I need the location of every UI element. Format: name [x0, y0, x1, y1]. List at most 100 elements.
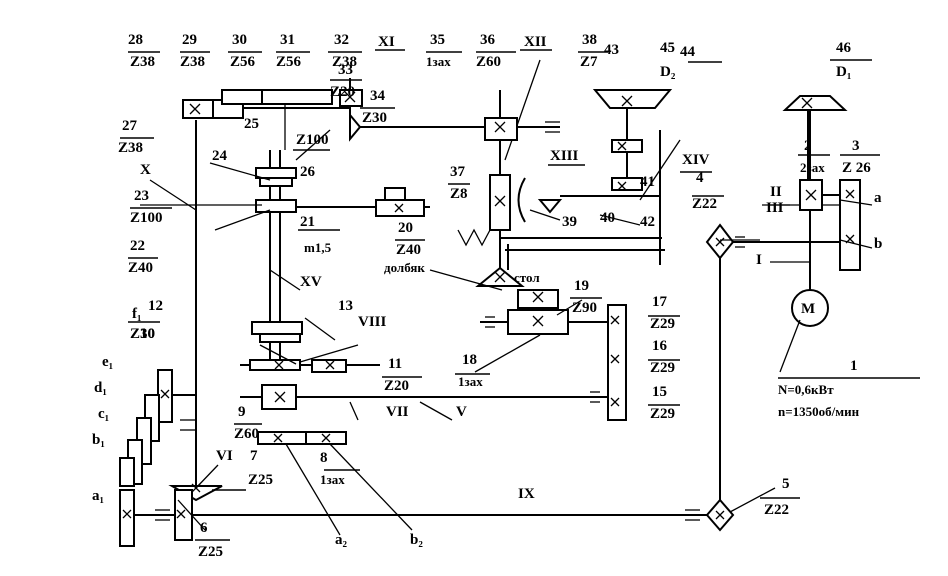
label-l27: 27	[122, 118, 138, 134]
label-lz26: Z 26	[842, 160, 871, 176]
label-l2zax: 2зах	[800, 160, 825, 175]
label-lV: V	[456, 404, 467, 420]
label-lIX: IX	[518, 486, 535, 502]
label-l3: 3	[852, 138, 860, 154]
label-lz30b: Z30	[130, 326, 155, 342]
label-lz38c: Z38	[332, 54, 357, 70]
label-l18: 18	[462, 352, 477, 368]
label-la: a	[874, 190, 882, 206]
label-lVII: VII	[386, 404, 409, 420]
label-l17: 17	[652, 294, 668, 310]
label-l29: 29	[182, 32, 197, 48]
label-lb: b	[874, 236, 882, 252]
label-lz25a: Z25	[248, 472, 273, 488]
label-l26: 26	[300, 164, 316, 180]
label-l6: 6	[200, 520, 208, 536]
label-l7: 7	[250, 448, 258, 464]
label-l41: 41	[640, 174, 655, 190]
label-l40: 40	[600, 210, 615, 226]
label-lm15: m1,5	[304, 240, 332, 255]
label-l16: 16	[652, 338, 668, 354]
label-lXIII: XIII	[550, 148, 579, 164]
label-lz38d: Z38	[118, 140, 143, 156]
label-lN: N=0,6кВт	[778, 382, 834, 397]
label-lb2: b₂	[410, 532, 423, 548]
label-l10: 10	[140, 326, 155, 342]
label-lz60a: Z60	[476, 54, 501, 70]
label-l11: 11	[388, 356, 402, 372]
label-lz29a: Z29	[650, 316, 675, 332]
bearing-marks	[122, 91, 855, 520]
label-lD2: D₂	[660, 64, 676, 80]
label-l9: 9	[238, 404, 246, 420]
label-lI: I	[756, 252, 762, 268]
label-l36: 36	[480, 32, 496, 48]
label-le1: e₁	[102, 354, 113, 370]
label-l30: 30	[232, 32, 247, 48]
label-lc1: c₁	[98, 406, 109, 422]
label-lz100b: Z100	[130, 210, 163, 226]
label-l35: 35	[430, 32, 445, 48]
label-l5: 5	[782, 476, 790, 492]
label-l1: 1	[850, 358, 858, 374]
label-lz20a: Z20	[330, 84, 355, 100]
label-l22: 22	[130, 238, 145, 254]
label-lz40a: Z40	[128, 260, 153, 276]
label-lz56a: Z56	[230, 54, 256, 70]
label-lVIII: VIII	[358, 314, 387, 330]
label-lz40b: Z40	[396, 242, 421, 258]
label-lz25b: Z25	[198, 544, 223, 560]
label-lD1: D₁	[836, 64, 851, 80]
label-lf1: f₁	[132, 306, 142, 322]
label-lz29b: Z29	[650, 360, 675, 376]
label-lz22a: Z22	[692, 196, 717, 212]
label-lz38a: Z38	[130, 54, 155, 70]
label-l37: 37	[450, 164, 466, 180]
label-lz22b: Z22	[764, 502, 789, 518]
label-l25: 25	[244, 116, 259, 132]
label-lz30a: Z30	[362, 110, 387, 126]
label-lz38b: Z38	[180, 54, 205, 70]
label-l12: 12	[148, 298, 163, 314]
label-ln: n=1350об/мин	[778, 404, 860, 419]
label-lstol: стол	[514, 270, 540, 285]
label-lz8: Z8	[450, 186, 468, 202]
label-l19: 19	[574, 278, 589, 294]
label-lz29c: Z29	[650, 406, 675, 422]
label-lX: X	[140, 162, 151, 178]
label-lXII: XII	[524, 34, 547, 50]
label-lM: M	[801, 301, 815, 317]
label-lz90: Z90	[572, 300, 597, 316]
label-l8: 8	[320, 450, 328, 466]
label-l32: 32	[334, 32, 349, 48]
label-lXV: XV	[300, 274, 322, 290]
label-l13: 13	[338, 298, 353, 314]
label-l1zax18: 1зах	[458, 374, 483, 389]
label-la2: a₂	[335, 532, 348, 548]
label-l2: 2	[804, 138, 812, 154]
label-l28: 28	[128, 32, 143, 48]
label-l20: 20	[398, 220, 413, 236]
label-ldolbyak: долбяк	[384, 260, 425, 275]
label-l1zax35: 1зах	[426, 54, 451, 69]
label-l23: 23	[134, 188, 149, 204]
label-lXIV: XIV	[682, 152, 710, 168]
label-l24: 24	[212, 148, 228, 164]
label-l33: 33	[338, 62, 353, 78]
label-underlines	[120, 49, 920, 541]
label-l34: 34	[370, 88, 386, 104]
label-l1zax8: 1зах	[320, 472, 345, 487]
label-lz100a: Z100	[296, 132, 329, 148]
label-l4: 4	[696, 170, 704, 186]
label-lz7: Z7	[580, 54, 598, 70]
label-lz56b: Z56	[276, 54, 302, 70]
label-l21: 21	[300, 214, 315, 230]
label-la1: a₁	[92, 488, 104, 504]
label-l38: 38	[582, 32, 597, 48]
gears	[119, 89, 861, 547]
label-lII: II	[770, 184, 782, 200]
label-lb1: b₁	[92, 432, 105, 448]
label-ld1: d₁	[94, 380, 107, 396]
